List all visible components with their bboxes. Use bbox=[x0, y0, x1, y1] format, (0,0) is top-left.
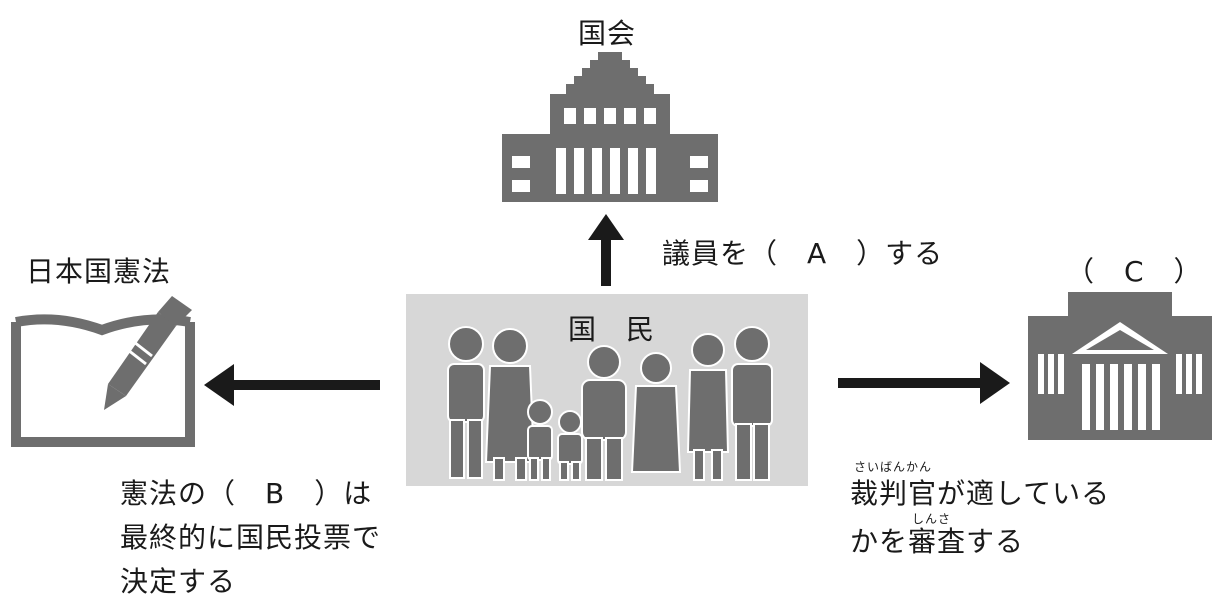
person-grandmother bbox=[630, 352, 682, 473]
right-caption-line2-rest: する bbox=[966, 525, 1025, 558]
diet-label: 国会 bbox=[578, 17, 637, 50]
right-caption: さいばんかん 裁判官が適している しんさ かを審査する bbox=[850, 458, 1150, 572]
people-illustration bbox=[447, 326, 773, 481]
person-grandfather bbox=[581, 345, 627, 481]
people-label: 国 民 bbox=[568, 313, 656, 346]
right-caption-kanji-sa: 査 bbox=[937, 525, 967, 558]
person-woman bbox=[484, 328, 536, 481]
constitution-book-icon bbox=[11, 296, 195, 447]
right-caption-kanji-judge: 裁判官 bbox=[850, 477, 938, 510]
person-teen-girl bbox=[686, 333, 730, 481]
left-caption-line-2: 最終的に国民投票で bbox=[120, 521, 382, 554]
pen-icon bbox=[104, 296, 192, 410]
arrow-left bbox=[204, 364, 380, 406]
constitution-label: 日本国憲法 bbox=[26, 255, 172, 288]
arrow-up bbox=[588, 214, 624, 286]
arrow-right bbox=[838, 362, 1010, 404]
court-label: （ C ） bbox=[1066, 255, 1203, 288]
right-caption-kanji-shin: 審 bbox=[908, 525, 938, 558]
left-caption: 憲法の（ B ）は 最終的に国民投票で 決定する bbox=[120, 472, 381, 604]
arrow-up-label: 議員を（ A ）する bbox=[662, 237, 944, 270]
right-caption-line2-pre: かを bbox=[850, 525, 909, 558]
ruby-saibankan: さいばんかん bbox=[854, 460, 933, 474]
left-caption-line-1: 憲法の（ B ）は bbox=[120, 477, 373, 510]
right-caption-line1-rest: が適している bbox=[937, 477, 1111, 510]
person-man bbox=[447, 326, 485, 479]
diet-building-icon bbox=[502, 52, 718, 202]
court-building-icon bbox=[1028, 292, 1212, 440]
person-teen-boy bbox=[731, 326, 773, 481]
person-child-1 bbox=[527, 399, 553, 481]
person-child-2 bbox=[557, 410, 583, 481]
ruby-shinsa: しんさ bbox=[912, 512, 952, 526]
left-caption-line-3: 決定する bbox=[120, 565, 237, 598]
